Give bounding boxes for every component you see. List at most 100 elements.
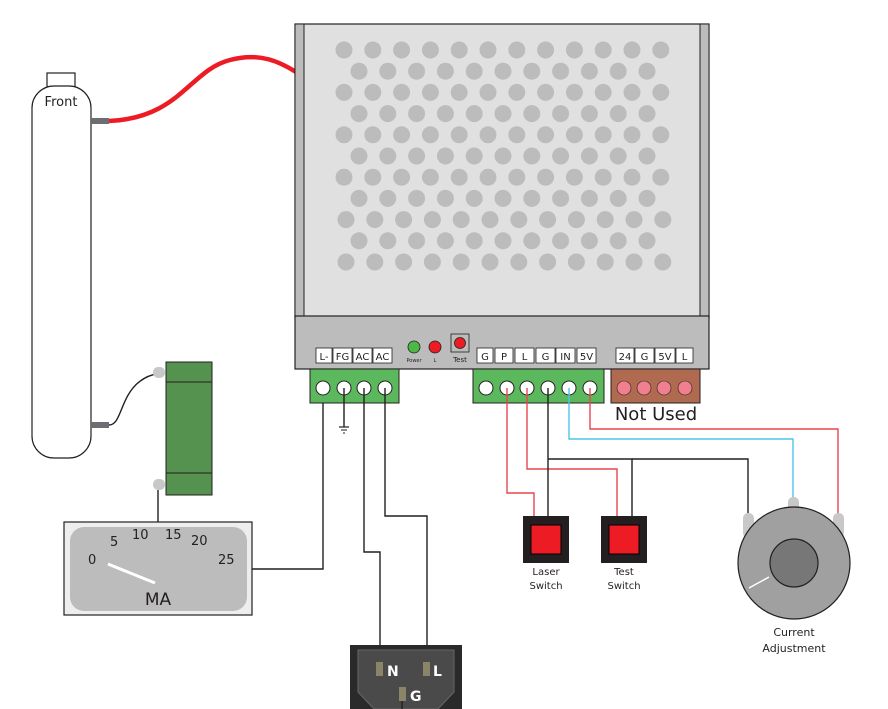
control-terminal-housing <box>472 368 605 404</box>
resistor-bottom-lead <box>153 479 165 490</box>
vent-hole <box>638 232 656 250</box>
vent-hole <box>494 147 512 165</box>
terminal-label-box <box>476 347 494 364</box>
terminal-label-box <box>555 347 576 364</box>
vent-hole <box>436 62 454 80</box>
meter-needle <box>107 562 156 585</box>
vent-hole <box>364 41 382 59</box>
pot-knob[interactable] <box>769 538 819 588</box>
vent-hole <box>580 232 598 250</box>
tube-anode-terminal <box>91 118 109 124</box>
laser-switch[interactable]: Laser Switch <box>523 516 569 592</box>
test-switch-button[interactable] <box>608 524 640 555</box>
terminal-label-p: P <box>501 352 507 363</box>
ballast-resistor <box>153 361 213 496</box>
vent-hole <box>423 253 441 271</box>
vent-hole <box>508 168 526 186</box>
in-to-pot-wiper-wire <box>568 388 794 498</box>
vent-hole <box>552 105 570 123</box>
power-led <box>407 340 421 354</box>
terminal-label-box <box>535 347 556 364</box>
vent-hole <box>523 189 541 207</box>
tube-body <box>31 85 92 459</box>
vent-hole <box>450 126 468 144</box>
resistor-top-lead <box>153 367 165 378</box>
pot-indicator <box>748 576 770 589</box>
vent-hole <box>537 126 555 144</box>
vent-hole <box>421 168 439 186</box>
vent-hole <box>479 126 497 144</box>
vent-hole <box>494 105 512 123</box>
vent-hole <box>625 253 643 271</box>
vent-hole <box>479 168 497 186</box>
tube-cap <box>46 72 76 88</box>
vent-hole <box>638 147 656 165</box>
terminal-label-ac1: AC <box>356 352 370 363</box>
milliammeter: 0 5 10 15 20 25 MA <box>63 521 253 616</box>
iec-power-inlet: N L G <box>350 645 462 709</box>
inlet-label-n: N <box>387 664 399 680</box>
unused-terminal-pin <box>616 380 632 396</box>
meter-to-lminus-wire <box>252 388 324 570</box>
vent-hole <box>623 168 641 186</box>
vent-hole <box>638 189 656 207</box>
terminal-label-l: L <box>682 352 688 363</box>
laser-switch-button[interactable] <box>530 524 562 555</box>
current-adjustment-pot[interactable]: Current Adjustment <box>737 497 851 655</box>
meter-scale-0: 0 <box>88 553 96 568</box>
ground-symbol <box>339 388 349 434</box>
terminal-label-box <box>654 347 676 364</box>
terminal-label-box <box>615 347 635 364</box>
vent-hole <box>395 211 413 229</box>
inlet-label-l: L <box>433 664 442 680</box>
test-switch[interactable]: Test Switch <box>601 516 647 592</box>
vent-hole <box>408 147 426 165</box>
meter-scale-10: 10 <box>132 528 149 543</box>
terminal-label-5v: 5V <box>658 352 671 363</box>
vent-hole <box>436 105 454 123</box>
vent-hole <box>450 83 468 101</box>
vent-hole <box>510 253 528 271</box>
vent-hole <box>565 83 583 101</box>
vent-hole <box>366 253 384 271</box>
laser-switch-label-2: Switch <box>529 581 562 592</box>
vent-hole <box>393 168 411 186</box>
terminal-label-5v: 5V <box>580 352 593 363</box>
g-to-pot-wire <box>632 458 749 514</box>
vent-hole <box>552 189 570 207</box>
vent-hole <box>580 189 598 207</box>
test-button-cap[interactable] <box>454 337 466 349</box>
test-button[interactable] <box>450 333 470 353</box>
vent-hole <box>452 253 470 271</box>
terminal-label-24: 24 <box>619 352 632 363</box>
vent-hole <box>395 253 413 271</box>
inlet-label-g: G <box>410 689 422 705</box>
vent-hole <box>379 62 397 80</box>
vent-hole <box>350 105 368 123</box>
vent-hole <box>594 168 612 186</box>
vent-hole <box>450 168 468 186</box>
vent-hole <box>393 126 411 144</box>
vent-hole <box>364 168 382 186</box>
terminal-label-box <box>514 347 535 364</box>
vent-hole <box>652 83 670 101</box>
unused-terminal-screws <box>616 380 693 396</box>
vent-hole <box>510 211 528 229</box>
vent-hole <box>379 189 397 207</box>
ac-neutral-wire <box>363 388 381 668</box>
vent-hole <box>654 211 672 229</box>
laser-tube: Front <box>31 72 109 459</box>
meter-scale-20: 20 <box>191 534 208 549</box>
vent-hole <box>537 168 555 186</box>
test-switch-label-1: Test <box>613 567 634 578</box>
vent-hole <box>552 147 570 165</box>
terminal-label-box <box>315 347 333 364</box>
high-voltage-wire <box>108 54 298 124</box>
terminal-screw-lminus <box>315 380 331 396</box>
vent-hole <box>638 62 656 80</box>
vent-hole <box>638 105 656 123</box>
terminal-label-box <box>332 347 353 364</box>
